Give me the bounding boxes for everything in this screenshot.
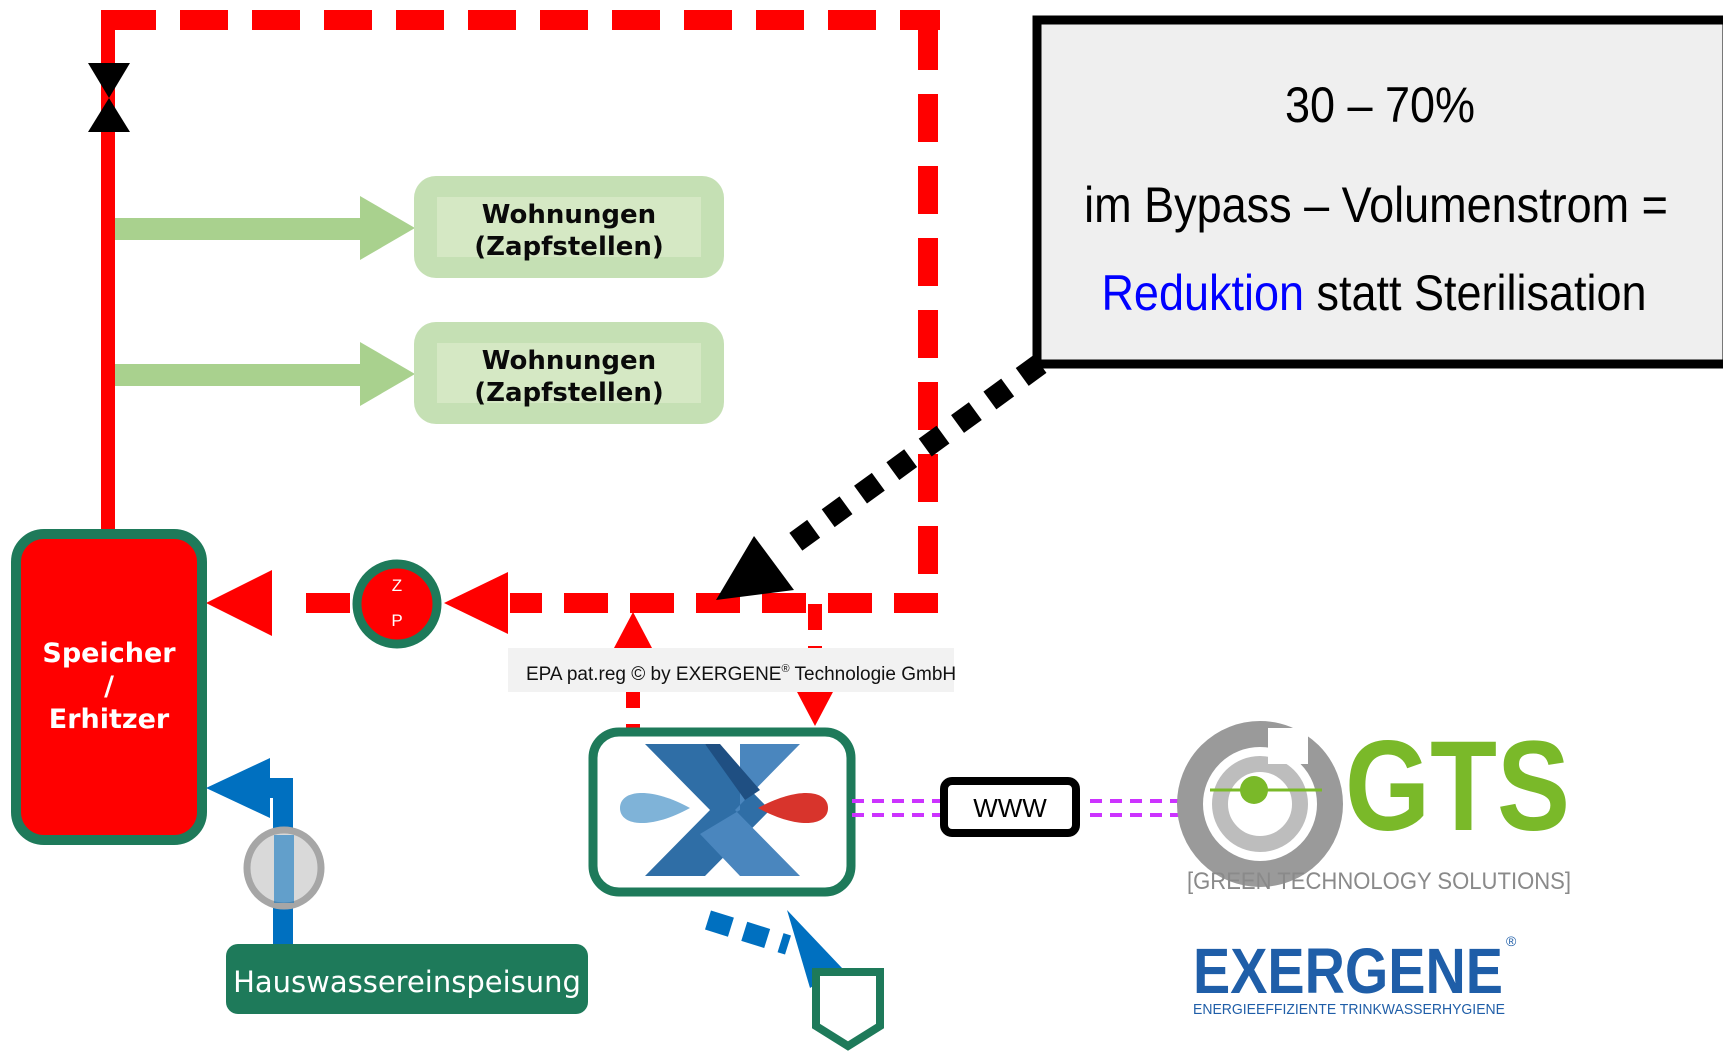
water-inlet-label: Hauswassereinspeisung (233, 965, 581, 999)
copyright-text: EPA pat.reg © by EXERGENE® Technologie G… (526, 663, 956, 685)
pump-label-bottom: P (391, 611, 402, 630)
storage-line1: Speicher (42, 638, 176, 669)
drain-icon (812, 968, 884, 1051)
callout-line3: Reduktion statt Sterilisation (1101, 266, 1646, 322)
bypass-up-arrowhead (614, 612, 652, 648)
storage-line2: / (104, 671, 114, 702)
callout-box: 30 – 70% im Bypass – Volumenstrom = Redu… (1032, 15, 1723, 369)
supply-arrow-1 (115, 196, 415, 260)
exergene-logo: EXERGENE ® ENERGIEEFFIZIENTE TRINKWASSER… (1193, 933, 1517, 1018)
apartment-2-line1: Wohnungen (482, 346, 656, 376)
www-box: WWW (940, 777, 1080, 837)
gts-tagline: [GREEN TECHNOLOGY SOLUTIONS] (1187, 868, 1571, 895)
storage-line3: Erhitzer (49, 704, 170, 735)
callout-pointer-arrow (716, 355, 1047, 600)
supply-arrow-2 (115, 342, 415, 406)
return-arrowhead-middle (444, 572, 508, 634)
exergene-name: EXERGENE (1193, 935, 1503, 1007)
callout-line3-rest: statt Sterilisation (1304, 266, 1647, 322)
water-meter-icon (243, 826, 325, 910)
pump-icon: Z P (352, 559, 442, 649)
storage-heater: Speicher / Erhitzer (11, 529, 207, 845)
exergene-registered: ® (1506, 933, 1517, 949)
www-label: WWW (973, 793, 1047, 823)
callout-line1: 30 – 70% (1285, 78, 1475, 134)
water-inlet-box: Hauswassereinspeisung (226, 944, 588, 1014)
hot-loop (101, 10, 940, 728)
exergene-x-device-icon (588, 727, 856, 897)
bypass-down-arrowhead (796, 690, 834, 726)
valve-icon (88, 63, 130, 132)
copyright-banner: EPA pat.reg © by EXERGENE® Technologie G… (508, 648, 956, 692)
apartment-1-line1: Wohnungen (482, 200, 656, 230)
exergene-tagline: ENERGIEEFFIZIENTE TRINKWASSERHYGIENE (1193, 1001, 1505, 1018)
pump-label-top: Z (392, 576, 402, 595)
apartment-2-line2: (Zapfstellen) (474, 378, 664, 408)
return-arrowhead-left (206, 570, 272, 636)
apartment-box-1: Wohnungen (Zapfstellen) (414, 176, 724, 278)
apartment-box-2: Wohnungen (Zapfstellen) (414, 322, 724, 424)
gts-name: GTS (1345, 715, 1570, 858)
gts-logo: GTS [GREEN TECHNOLOGY SOLUTIONS] (1177, 715, 1571, 895)
callout-reduktion: Reduktion (1101, 266, 1304, 322)
gts-ring-logo-icon (1177, 721, 1343, 887)
apartment-1-line2: (Zapfstellen) (474, 232, 664, 262)
callout-line2: im Bypass – Volumenstrom = (1084, 178, 1668, 234)
